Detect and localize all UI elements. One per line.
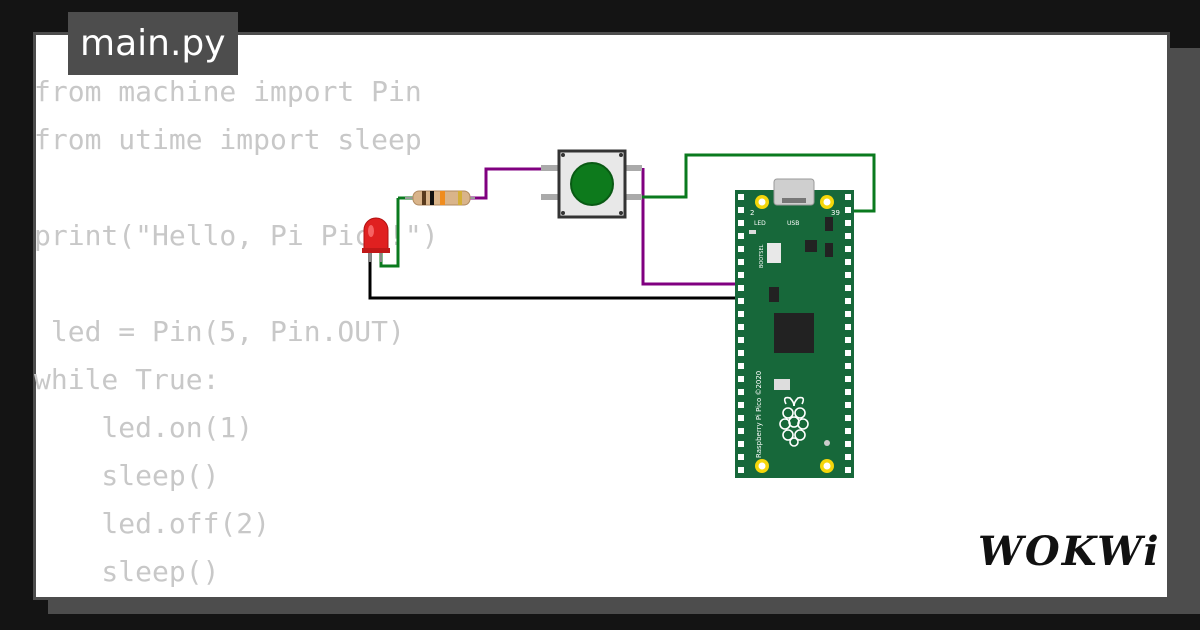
led-label: LED (754, 220, 766, 227)
wire-purple-resistor-button[interactable] (465, 167, 558, 200)
preview-card (33, 32, 1170, 600)
resistor-icon[interactable] (405, 190, 475, 206)
pin-label-left: 2 (750, 209, 754, 217)
code-line: led.off(2) (34, 507, 271, 540)
code-line: from utime import sleep (34, 123, 422, 156)
wokwi-logo-text: WOKWi (978, 528, 1161, 575)
code-line: sleep() (34, 555, 220, 588)
usb-label: USB (787, 220, 799, 227)
file-tab-label: main.py (80, 23, 226, 64)
file-tab[interactable]: main.py (68, 12, 238, 75)
board-silkscreen: Raspberry Pi Pico ©2020 (755, 371, 763, 458)
pushbutton-icon[interactable] (541, 149, 642, 219)
code-line: while True: (34, 363, 220, 396)
raspberry-logo-icon (779, 396, 809, 447)
wire-green-button-pico[interactable] (626, 153, 876, 213)
wire-black-led-pico[interactable] (368, 252, 747, 300)
red-led-icon[interactable] (362, 217, 390, 262)
code-line: led = Pin(5, Pin.OUT) (34, 315, 405, 348)
code-line: from machine import Pin (34, 75, 422, 108)
code-line: led.on(1) (34, 411, 254, 444)
pin-label-right: 39 (831, 209, 840, 217)
bootsel-button[interactable] (767, 243, 781, 263)
wokwi-logo: WOKWi (978, 528, 1161, 575)
code-line: sleep() (34, 459, 220, 492)
wire-purple-button-pico[interactable] (641, 168, 747, 286)
pico-board[interactable]: 2 39 LED USB BOOTSEL Raspberry Pi Pico ©… (735, 178, 854, 478)
bootsel-label: BOOTSEL (759, 244, 765, 268)
rp2040-chip (774, 313, 814, 353)
